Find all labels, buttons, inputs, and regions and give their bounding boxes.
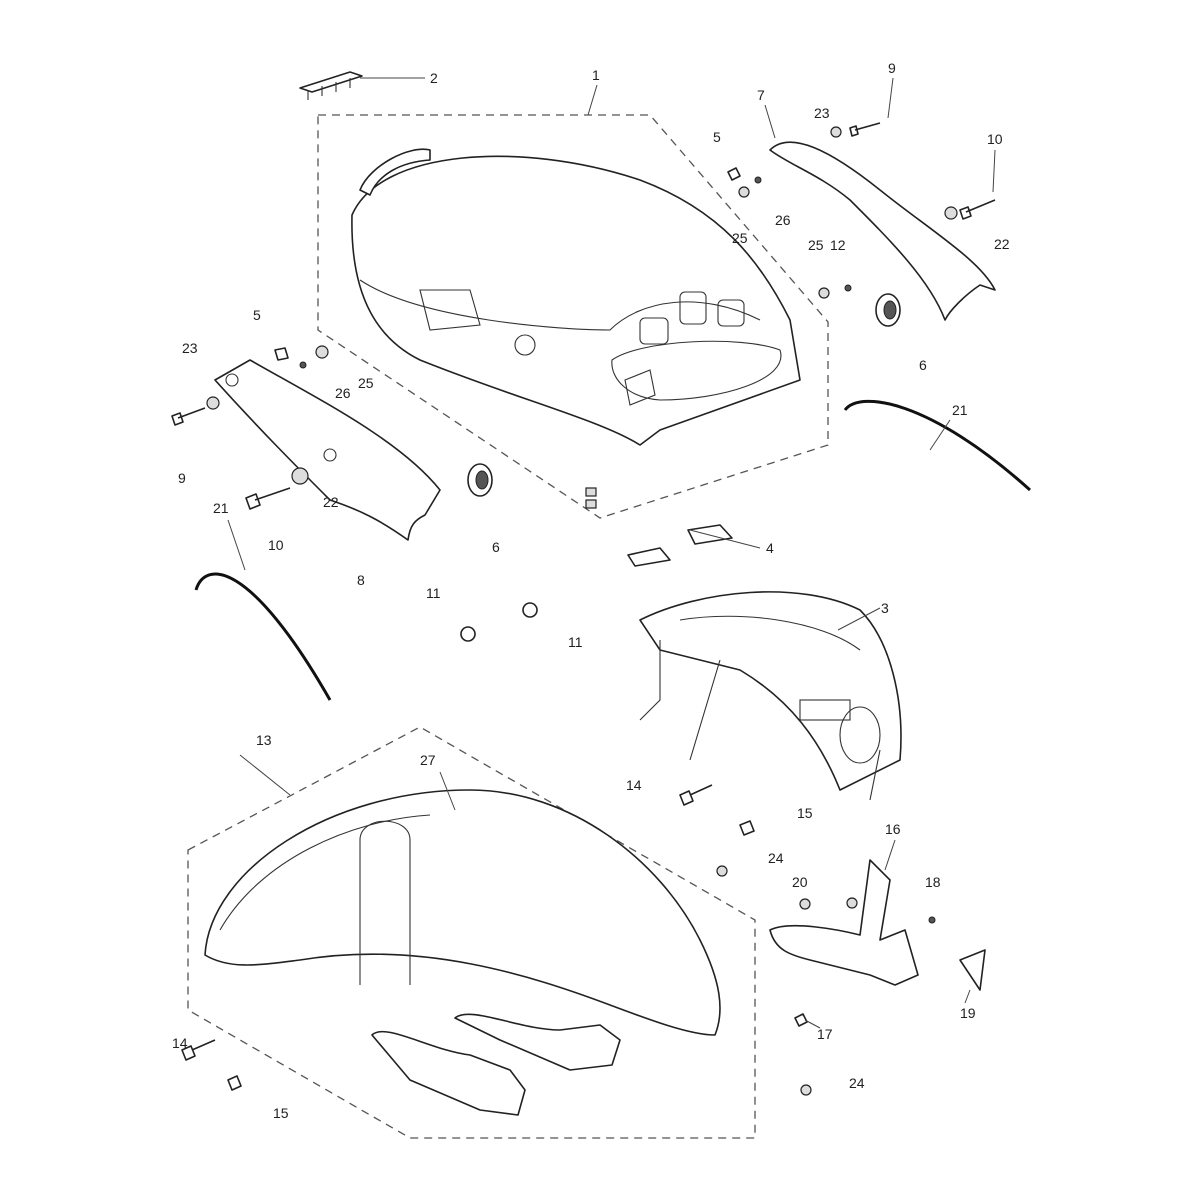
callout-24: 24 (768, 850, 784, 866)
part-27-front-mudguard (204, 789, 721, 1036)
assembly-boundary-rear-mudguard (317, 114, 829, 519)
part-6-grommet (875, 293, 901, 327)
callout-23: 23 (182, 340, 198, 356)
part-3-inner-mudguard (639, 591, 902, 801)
callout-26: 26 (335, 385, 351, 401)
part-fork-bracket (371, 1030, 526, 1116)
callout-6: 6 (919, 357, 927, 373)
part-7-side-cover-right (769, 141, 996, 321)
part-16-bracket (769, 859, 919, 986)
callout-21: 21 (952, 402, 968, 418)
callout-26: 26 (775, 212, 791, 228)
callout-5: 5 (253, 307, 261, 323)
part-clip-small (585, 487, 597, 497)
callout-9: 9 (888, 60, 896, 76)
callout-3: 3 (881, 600, 889, 616)
part-4-pads (627, 524, 733, 567)
callout-16: 16 (885, 821, 901, 837)
callout-25: 25 (732, 230, 748, 246)
callout-11: 11 (568, 634, 583, 650)
callout-21: 21 (213, 500, 229, 516)
callout-22: 22 (323, 494, 339, 510)
callout-2: 2 (430, 70, 438, 86)
part-21-trim-strip (843, 399, 1032, 492)
callout-25: 25 (808, 237, 824, 253)
callout-25: 25 (358, 375, 374, 391)
leader-lines (227, 77, 996, 1029)
callout-9: 9 (178, 470, 186, 486)
callout-5: 5 (713, 129, 721, 145)
callout-14: 14 (626, 777, 642, 793)
callout-11: 11 (426, 585, 441, 601)
part-clip-small (585, 499, 597, 509)
callout-1: 1 (592, 67, 600, 83)
callout-23: 23 (814, 105, 830, 121)
callout-24: 24 (849, 1075, 865, 1091)
callout-10: 10 (987, 131, 1003, 147)
callout-8: 8 (357, 572, 365, 588)
part-fork-bracket (454, 1013, 621, 1071)
callout-19: 19 (960, 1005, 976, 1021)
callout-27: 27 (420, 752, 436, 768)
callout-7: 7 (757, 87, 765, 103)
callout-22: 22 (994, 236, 1010, 252)
callout-12: 12 (830, 237, 846, 253)
part-2-clip (299, 71, 363, 100)
part-1-rear-mudguard (351, 148, 801, 446)
callout-15: 15 (797, 805, 813, 821)
callout-13: 13 (256, 732, 272, 748)
callout-4: 4 (766, 540, 774, 556)
callout-20: 20 (792, 874, 808, 890)
fasteners (171, 122, 996, 1096)
callout-10: 10 (268, 537, 284, 553)
part-19-reflector (959, 949, 986, 991)
callout-labels: 1 2 3 4 5 5 6 6 7 8 9 9 10 10 11 11 12 1… (172, 60, 1010, 1121)
callout-6: 6 (492, 539, 500, 555)
callout-17: 17 (817, 1026, 833, 1042)
callout-14: 14 (172, 1035, 188, 1051)
callout-15: 15 (273, 1105, 289, 1121)
callout-18: 18 (925, 874, 941, 890)
part-6-grommet (467, 463, 493, 497)
part-21-trim-strip (194, 572, 332, 701)
